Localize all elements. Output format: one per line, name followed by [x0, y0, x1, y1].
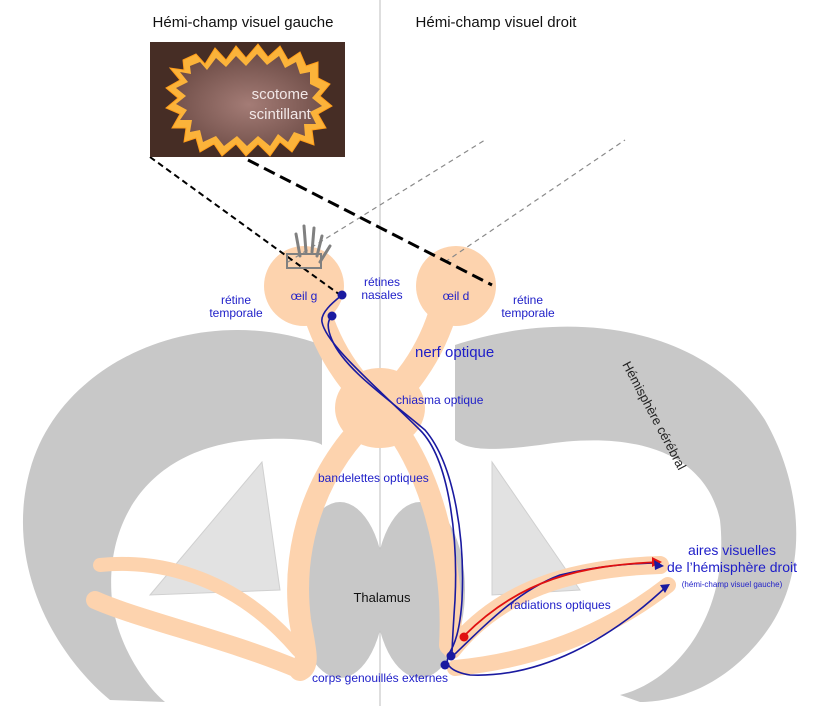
scotoma-label: scotome scintillant — [240, 85, 320, 125]
optic-chiasm-label: chiasma optique — [396, 394, 483, 407]
temporal-retina-right-line2: temporale — [501, 307, 554, 320]
left-hemisphere — [23, 330, 322, 702]
nasal-retina-label: rétines nasales — [361, 276, 402, 302]
lgn-label: corps genouillés externes — [312, 672, 448, 685]
nasal-retina-neuron-2 — [328, 312, 337, 321]
right-hemifield-header: Hémi-champ visuel droit — [416, 14, 577, 31]
temporal-retina-right-label: rétine temporale — [501, 294, 554, 320]
lgn-neuron-1 — [447, 652, 456, 661]
optic-nerve-label: nerf optique — [415, 344, 494, 361]
scotoma-label-line2: scintillant — [240, 105, 320, 125]
visual-areas-line1: aires visuelles — [667, 542, 797, 559]
right-eye — [416, 246, 496, 326]
visual-areas-label: aires visuelles de l’hémisphère droit (h… — [667, 542, 797, 593]
visual-areas-line3: (hémi-champ visuel gauche) — [667, 576, 797, 593]
right-eye-label: œil d — [443, 290, 470, 303]
lgn-neuron-red — [460, 633, 469, 642]
scotoma-label-line1: scotome — [240, 85, 320, 105]
temporal-retina-left-label: rétine temporale — [209, 294, 262, 320]
visual-axis-left — [288, 140, 485, 262]
optic-tracts-label: bandelettes optiques — [318, 472, 429, 485]
temporal-retina-left-line2: temporale — [209, 307, 262, 320]
lgn-neuron-2 — [441, 661, 450, 670]
left-eye-label: œil g — [291, 290, 318, 303]
nasal-retina-line2: nasales — [361, 289, 402, 302]
optic-chiasm — [335, 368, 425, 448]
visual-areas-line2: de l’hémisphère droit — [667, 559, 797, 576]
visual-axis-right — [445, 140, 625, 262]
left-hemifield-header: Hémi-champ visuel gauche — [153, 14, 334, 31]
nasal-retina-neuron — [338, 291, 347, 300]
thalamus-label: Thalamus — [353, 590, 410, 605]
optic-radiations-label: radiations optiques — [510, 599, 611, 612]
